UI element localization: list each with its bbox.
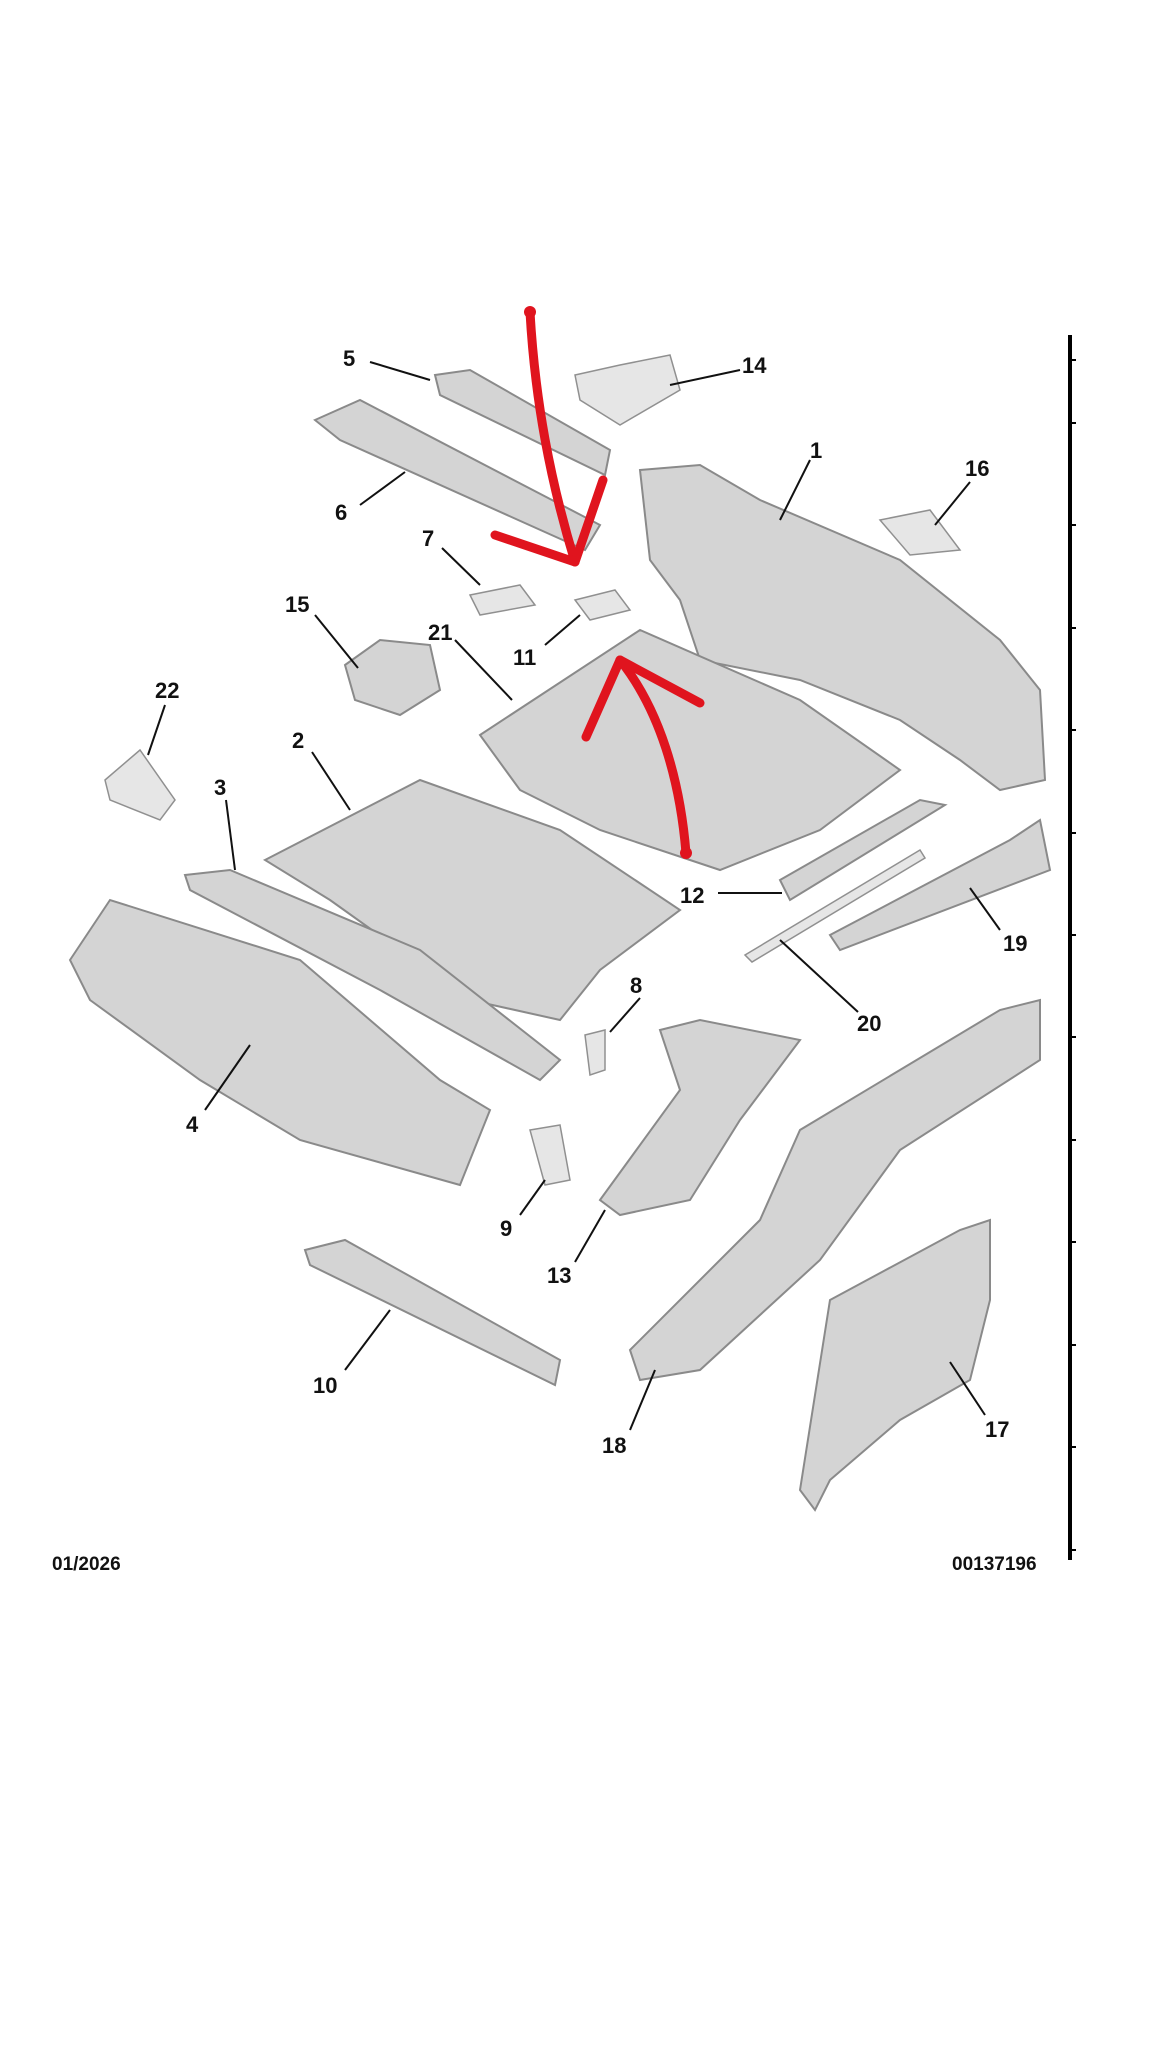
part-21-front-floor: [478, 628, 902, 872]
part-18-side-member: [628, 998, 1041, 1382]
parts: [68, 354, 1052, 1512]
part-22-bracket: [104, 748, 176, 821]
label-16: 16: [965, 456, 989, 481]
label-5: 5: [343, 346, 355, 371]
part-9-bracket: [529, 1124, 571, 1186]
leader-lines: [147, 361, 1001, 1431]
part-6-rail: [313, 398, 602, 552]
footer-code: 00137196: [952, 1554, 1037, 1575]
part-7-bracket: [468, 584, 537, 616]
part-17-wheel-arch: [798, 1218, 991, 1512]
part-16-bracket: [878, 509, 962, 556]
label-9: 9: [500, 1216, 512, 1241]
label-15: 15: [285, 592, 309, 617]
part-14-bracket: [574, 354, 681, 426]
part-3-crossmember: [183, 868, 562, 1082]
red-arrow-down: [490, 306, 608, 567]
label-8: 8: [630, 973, 642, 998]
right-ruler: [1068, 335, 1076, 1560]
label-12: 12: [680, 883, 704, 908]
label-2: 2: [292, 728, 304, 753]
label-1: 1: [810, 438, 822, 463]
part-4-rear-crossmember: [68, 898, 492, 1187]
label-14: 14: [742, 353, 767, 378]
part-labels: 1 2 3 4 5 6 7 8 9 10 11 12 13 14 15 16 1…: [155, 346, 1027, 1458]
label-13: 13: [547, 1263, 571, 1288]
part-20-strip: [743, 848, 927, 963]
red-arrow-up: [581, 655, 705, 859]
footer-date: 01/2026: [52, 1554, 121, 1575]
label-18: 18: [602, 1433, 626, 1458]
part-15-plate: [343, 638, 442, 717]
label-11: 11: [513, 645, 536, 670]
part-1-rear-panel: [638, 463, 1047, 792]
part-5-rail: [433, 368, 612, 477]
label-21: 21: [428, 620, 452, 645]
part-12-rail: [778, 798, 948, 902]
label-10: 10: [313, 1373, 337, 1398]
label-4: 4: [186, 1112, 199, 1137]
label-3: 3: [214, 775, 226, 800]
part-19-rail: [828, 818, 1052, 952]
part-10-reinforcement: [303, 1238, 562, 1387]
label-17: 17: [985, 1417, 1009, 1442]
part-8-bracket: [584, 1029, 606, 1077]
label-19: 19: [1003, 931, 1027, 956]
part-13-side-member: [598, 1018, 802, 1217]
label-6: 6: [335, 500, 347, 525]
part-11-bracket: [573, 589, 632, 621]
label-20: 20: [857, 1011, 881, 1036]
label-22: 22: [155, 678, 179, 703]
label-7: 7: [422, 526, 434, 551]
